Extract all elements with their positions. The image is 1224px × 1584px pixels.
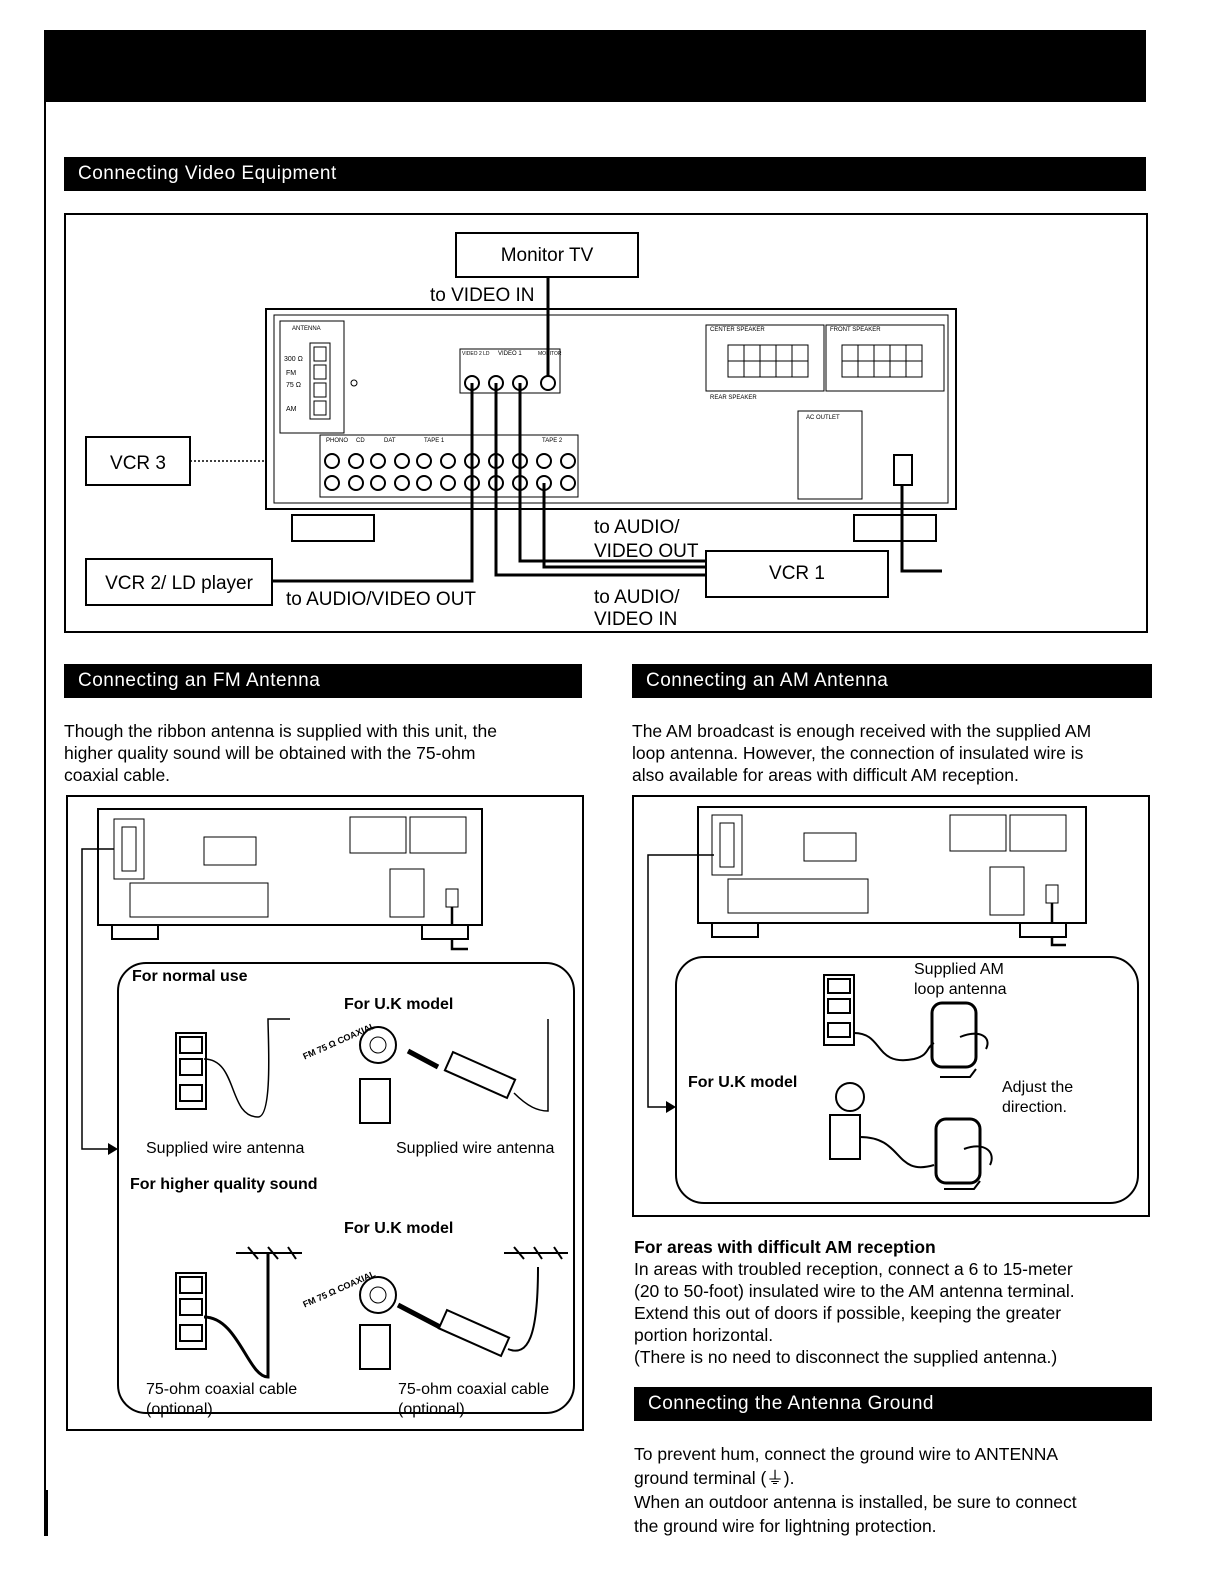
- svg-text:VIDEO IN: VIDEO IN: [594, 609, 677, 630]
- svg-text:TAPE 1: TAPE 1: [424, 438, 445, 444]
- fm-higher-quality-label: For higher quality sound: [130, 1176, 318, 1193]
- ground-terminal: [350, 379, 358, 387]
- page-header-bar: [44, 30, 1146, 102]
- fm-uk-model-label: For U.K model: [344, 996, 454, 1013]
- svg-text:VCR 1: VCR 1: [769, 563, 825, 584]
- to-video-in-label: to VIDEO IN: [430, 285, 535, 306]
- svg-text:VIDEO OUT: VIDEO OUT: [594, 541, 699, 562]
- svg-text:FM: FM: [286, 370, 296, 377]
- section-title-video: Connecting Video Equipment: [64, 157, 1146, 191]
- fm-coax-caption-2: 75-ohm coaxial cable (optional): [398, 1381, 550, 1418]
- ac-outlet: [797, 410, 863, 500]
- svg-text:to AUDIO/: to AUDIO/: [594, 517, 680, 538]
- svg-text:300 Ω: 300 Ω: [284, 356, 303, 363]
- am-diagram: [632, 795, 1150, 1217]
- svg-text:to AUDIO/: to AUDIO/: [594, 587, 680, 608]
- svg-text:VIDEO 1: VIDEO 1: [498, 351, 522, 357]
- am-supplied-loop-label: Supplied AM loop antenna: [914, 961, 1007, 998]
- svg-text:AC OUTLET: AC OUTLET: [806, 415, 840, 421]
- fm-diagram: [66, 795, 584, 1431]
- svg-text:VCR 2/ LD player: VCR 2/ LD player: [105, 573, 254, 594]
- svg-text:ANTENNA: ANTENNA: [292, 326, 321, 332]
- receiver-foot-right: [853, 514, 937, 542]
- left-margin-rule-thick: [44, 1490, 48, 1536]
- video-diagram: ANTENNA 300 Ω FM 75 Ω AM PHONO CD DAT TA…: [64, 213, 1148, 633]
- receiver-foot-left: [291, 514, 375, 542]
- fm-supplied-wire-1: Supplied wire antenna: [146, 1140, 305, 1157]
- svg-text:VCR 3: VCR 3: [110, 453, 166, 474]
- fm-coax-caption-1: 75-ohm coaxial cable (optional): [146, 1381, 298, 1418]
- fm-terminal-coax: [175, 1272, 207, 1350]
- am-difficult-reception: For areas with difficult AM reception In…: [634, 1236, 1174, 1368]
- svg-text:VIDEO 2 LD: VIDEO 2 LD: [462, 351, 490, 357]
- left-margin-rule: [44, 102, 46, 1532]
- am-options-panel: [675, 956, 1139, 1204]
- am-intro: The AM broadcast is enough received with…: [632, 721, 1092, 785]
- svg-text:CD: CD: [356, 438, 365, 444]
- svg-text:FRONT SPEAKER: FRONT SPEAKER: [830, 327, 881, 333]
- fm-intro: Though the ribbon antenna is supplied wi…: [64, 721, 497, 785]
- svg-text:PHONO: PHONO: [326, 438, 348, 444]
- am-adjust-direction: Adjust the direction.: [1002, 1079, 1074, 1116]
- ground-text: To prevent hum, connect the ground wire …: [634, 1444, 1077, 1536]
- fm-terminal-normal: [175, 1032, 207, 1110]
- fm-normal-use-label: For normal use: [132, 968, 248, 985]
- svg-text:REAR SPEAKER: REAR SPEAKER: [710, 395, 757, 401]
- section-title-ground: Connecting the Antenna Ground: [634, 1387, 1152, 1421]
- fm-uk-model-label-2: For U.K model: [344, 1220, 454, 1237]
- fm-connection-diagram: [81, 808, 575, 1414]
- section-title-am: Connecting an AM Antenna: [632, 664, 1152, 698]
- svg-text:75 Ω: 75 Ω: [286, 382, 301, 389]
- fm-supplied-wire-2: Supplied wire antenna: [396, 1140, 555, 1157]
- svg-text:TAPE 2: TAPE 2: [542, 438, 563, 444]
- svg-text:DAT: DAT: [384, 438, 396, 444]
- svg-text:CENTER SPEAKER: CENTER SPEAKER: [710, 327, 765, 333]
- monitor-tv-label: Monitor TV: [501, 245, 594, 266]
- to-av-out-left: to AUDIO/VIDEO OUT: [286, 589, 476, 610]
- video-connection-diagram: ANTENNA 300 Ω FM 75 Ω AM PHONO CD DAT TA…: [85, 232, 957, 630]
- am-connection-diagram: [647, 806, 1139, 1204]
- section-title-fm: Connecting an FM Antenna: [64, 664, 582, 698]
- svg-text:MONITOR: MONITOR: [538, 351, 562, 357]
- vcr2-ld-box: [85, 558, 273, 606]
- svg-text:AM: AM: [286, 406, 297, 413]
- am-difficult-heading: For areas with difficult AM reception: [634, 1237, 936, 1257]
- am-uk-model-label: For U.K model: [688, 1074, 798, 1091]
- power-cord-plug: [893, 454, 913, 486]
